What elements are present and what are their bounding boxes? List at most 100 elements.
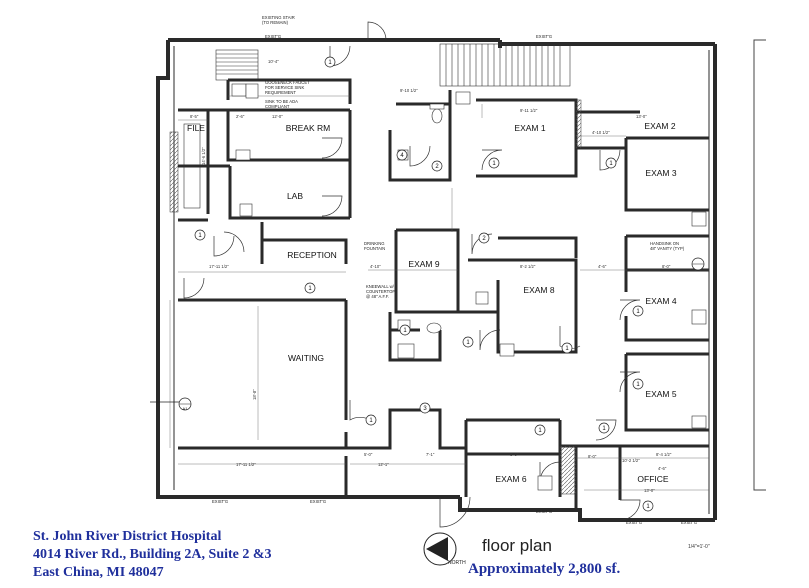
room-label-exam-5: EXAM 5 bbox=[645, 389, 676, 399]
dim-label: 9'-11 1/2" bbox=[520, 108, 538, 113]
door-tag: 1 bbox=[198, 233, 202, 239]
room-label-exam-6: EXAM 6 bbox=[495, 474, 526, 484]
interior-walls bbox=[178, 78, 709, 510]
note-sink-ada-2: COMPLIANT bbox=[265, 104, 290, 109]
section-marker: A1 bbox=[150, 257, 705, 411]
door-tag: 2 bbox=[482, 236, 486, 242]
room-label-office: OFFICE bbox=[637, 474, 668, 484]
note-kneewall-3: @ 48" A.F.F. bbox=[366, 294, 389, 299]
room-label-exam-9: EXAM 9 bbox=[408, 259, 439, 269]
door-tag: 1 bbox=[602, 426, 606, 432]
room-label-break-rm: BREAK RM bbox=[286, 123, 330, 133]
existg-label: EXIST'G bbox=[536, 34, 552, 39]
dim-label: 10'-4" bbox=[268, 59, 279, 64]
door-tag: 1 bbox=[646, 504, 650, 510]
existg-label: EXIST'G bbox=[212, 499, 228, 504]
existg-label: EXIST'G bbox=[265, 34, 281, 39]
room-label-exam-1: EXAM 1 bbox=[514, 123, 545, 133]
dim-label: 8'-2 1/2" bbox=[520, 264, 536, 269]
existg-label: EXIST'G bbox=[310, 499, 326, 504]
door-tag: 1 bbox=[466, 340, 470, 346]
scale-note: 1/4"=1'-0" bbox=[688, 544, 710, 550]
door-tags: 1 1 1 4 2 1 1 2 1 1 1 1 1 3 1 1 1 1 bbox=[198, 60, 650, 510]
room-label-file: FILE bbox=[187, 123, 205, 133]
dim-label: 9'-10 1/2" bbox=[400, 88, 418, 93]
door-tag: 1 bbox=[308, 286, 312, 292]
dim-label: 4'-6" bbox=[658, 466, 667, 471]
margin-bracket bbox=[753, 39, 766, 491]
dim-label-vertical: 14'-6 1/2" bbox=[201, 147, 206, 165]
hospital-name: St. John River District Hospital bbox=[33, 529, 222, 544]
door-tag: 1 bbox=[609, 161, 613, 167]
dim-label: 2'-6" bbox=[236, 114, 245, 119]
door-tag-circles bbox=[194, 56, 654, 512]
dim-label: 8'-5" bbox=[190, 114, 199, 119]
existing-stair-center bbox=[439, 43, 571, 87]
note-existing-stair: EXISTING STAIR bbox=[262, 15, 295, 20]
note-kneewall: KNEEWALL w/ bbox=[366, 284, 395, 289]
dim-label: 4'-10 1/2" bbox=[592, 130, 610, 135]
dim-label: 12'-1" bbox=[378, 462, 389, 467]
dim-label: 8'-0" bbox=[588, 454, 597, 459]
north-arrow-icon: NORTH bbox=[423, 532, 466, 566]
note-handsink: HANDSINK ON bbox=[650, 241, 679, 246]
dim-label: 13'-0" bbox=[636, 114, 647, 119]
room-label-lab: LAB bbox=[287, 191, 303, 201]
note-drinking-fountain: DRINKING bbox=[364, 241, 384, 246]
door-tag: 3 bbox=[423, 406, 427, 412]
existg-label: EXIST'G bbox=[626, 520, 642, 525]
svg-text:A1: A1 bbox=[183, 406, 189, 411]
dim-label: 17'-11 1/2" bbox=[209, 264, 229, 269]
door-tag: 1 bbox=[565, 346, 569, 352]
dim-label: 4'-6" bbox=[598, 264, 607, 269]
approx-area: Approximately 2,800 sf. bbox=[468, 561, 621, 577]
address-street: 4014 River Rd., Building 2A, Suite 2 &3 bbox=[33, 547, 272, 562]
door-tag: 4 bbox=[400, 153, 404, 159]
door-tag: 1 bbox=[328, 60, 332, 66]
address-city: East China, MI 48047 bbox=[33, 565, 164, 580]
existing-stair-top bbox=[215, 49, 259, 81]
note-gooseneck: GOOSENECK FAUCET bbox=[265, 80, 310, 85]
dim-label: 8'-0" bbox=[510, 452, 519, 457]
dim-label: 10'-2 1/2" bbox=[622, 458, 640, 463]
door-tag: 1 bbox=[369, 418, 373, 424]
dim-label: 17'-11 1/2" bbox=[236, 462, 256, 467]
room-label-exam-8: EXAM 8 bbox=[523, 285, 554, 295]
room-label-exam-2: EXAM 2 bbox=[644, 121, 675, 131]
room-label-exam-4: EXAM 4 bbox=[645, 296, 676, 306]
door-tag: 1 bbox=[403, 328, 407, 334]
door-tag: 1 bbox=[636, 309, 640, 315]
dim-label: 4'-10" bbox=[370, 264, 381, 269]
note-handsink-2: 48" VANITY (TYP) bbox=[650, 246, 685, 251]
dimension-lines bbox=[169, 95, 709, 491]
room-label-exam-3: EXAM 3 bbox=[645, 168, 676, 178]
note-drinking-fountain-2: FOUNTAIN bbox=[364, 246, 385, 251]
door-tag: 2 bbox=[435, 164, 439, 170]
dim-label: 7'-1" bbox=[426, 452, 435, 457]
room-label-reception: RECEPTION bbox=[287, 250, 337, 260]
note-gooseneck-3: REQUIREMENT bbox=[265, 90, 296, 95]
note-gooseneck-2: FOR SERVICE SINK bbox=[265, 85, 304, 90]
door-tag: 1 bbox=[538, 428, 542, 434]
dim-label-vertical: 18'-8" bbox=[252, 389, 257, 400]
dimension-labels: 10'-4" 12'-0" 8'-5" 17'-11 1/2" 4'-10" 9… bbox=[190, 59, 672, 493]
door-tag: 1 bbox=[492, 161, 496, 167]
door-tag: 1 bbox=[636, 382, 640, 388]
dim-label: 8'-0" bbox=[662, 264, 671, 269]
svg-text:NORTH: NORTH bbox=[448, 560, 466, 566]
exterior-walls bbox=[156, 38, 717, 522]
note-sink-ada: SINK TO BE ADA bbox=[265, 99, 298, 104]
room-label-waiting: WAITING bbox=[288, 353, 324, 363]
floor-plan-label: floor plan bbox=[482, 536, 552, 555]
dim-label: 13'-0" bbox=[644, 488, 655, 493]
dim-label: 8'-4 1/2" bbox=[656, 452, 672, 457]
room-labels: FILE BREAK RM LAB RECEPTION WAITING EXAM… bbox=[187, 121, 677, 484]
dim-label: 12'-0" bbox=[272, 114, 283, 119]
dim-label: 5'-0" bbox=[364, 452, 373, 457]
existg-label: EXIST'G bbox=[536, 509, 552, 514]
existg-label: EXIST'G bbox=[681, 520, 697, 525]
note-kneewall-2: COUNTERTOP bbox=[366, 289, 395, 294]
wall-hatching bbox=[169, 99, 582, 495]
note-existing-stair-2: (TO REMAIN) bbox=[262, 20, 289, 25]
